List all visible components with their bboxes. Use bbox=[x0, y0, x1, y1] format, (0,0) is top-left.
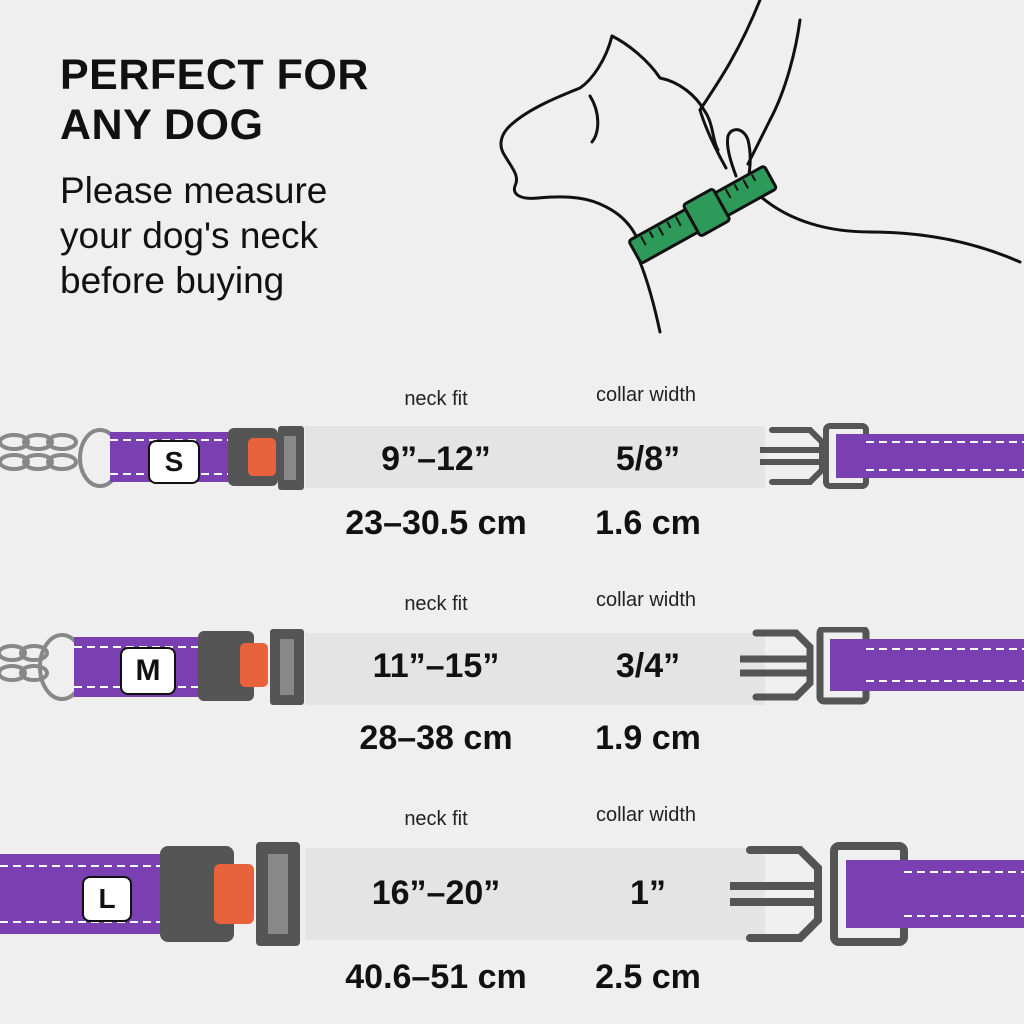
size-row-l: neck fit collar width 16”–20” 1” 40.6–51… bbox=[0, 800, 1024, 1024]
collar-right-end bbox=[760, 423, 1024, 489]
measurement-band bbox=[305, 848, 765, 940]
neck-fit-inches: 11”–15” bbox=[372, 647, 500, 685]
title-line-1: PERFECT FOR bbox=[60, 51, 369, 99]
collar-width-cm: 2.5 cm bbox=[595, 958, 701, 996]
title-line-2: ANY DOG bbox=[60, 101, 264, 149]
neck-fit-label: neck fit bbox=[404, 808, 468, 830]
subtitle-line-1: Please measure bbox=[60, 170, 328, 211]
page-subtitle: Please measure your dog's neck before bu… bbox=[60, 168, 327, 303]
buckle-release-icon bbox=[248, 438, 276, 476]
collar-width-cm: 1.9 cm bbox=[595, 719, 701, 757]
collar-width-inches: 1” bbox=[630, 874, 666, 912]
size-badge-l: L bbox=[82, 876, 132, 922]
measurement-band bbox=[305, 426, 765, 488]
size-badge-s: S bbox=[148, 440, 200, 484]
collar-width-label: collar width bbox=[595, 589, 697, 611]
collar-right-end bbox=[730, 842, 1024, 946]
measurement-band bbox=[305, 633, 765, 705]
collar-left-end bbox=[0, 842, 300, 946]
buckle-release-icon bbox=[240, 643, 268, 687]
dog-measuring-illustration bbox=[499, 0, 1022, 334]
size-row-s: neck fit collar width 9”–12” 5/8” 23–30.… bbox=[0, 380, 1024, 550]
page-title: PERFECT FOR ANY DOG bbox=[60, 50, 369, 150]
collar-width-cm: 1.6 cm bbox=[595, 504, 701, 542]
neck-fit-cm: 40.6–51 cm bbox=[345, 958, 527, 996]
size-badge-m: M bbox=[120, 647, 176, 695]
measuring-tape-icon bbox=[628, 165, 778, 265]
collar-width-inches: 3/4” bbox=[615, 647, 681, 685]
neck-fit-label: neck fit bbox=[404, 593, 468, 615]
neck-fit-cm: 23–30.5 cm bbox=[345, 504, 527, 542]
buckle-release-icon bbox=[214, 864, 254, 924]
collar-width-label: collar width bbox=[595, 384, 697, 406]
subtitle-line-3: before buying bbox=[60, 260, 285, 301]
neck-fit-label: neck fit bbox=[404, 388, 468, 410]
collar-width-inches: 5/8” bbox=[615, 440, 681, 478]
size-row-m: neck fit collar width 11”–15” 3/4” 28–38… bbox=[0, 585, 1024, 770]
collar-width-label: collar width bbox=[595, 804, 697, 826]
neck-fit-inches: 9”–12” bbox=[381, 440, 491, 478]
collar-right-end bbox=[740, 627, 1024, 705]
neck-fit-cm: 28–38 cm bbox=[359, 719, 513, 757]
collar-left-end bbox=[0, 629, 304, 705]
neck-fit-inches: 16”–20” bbox=[371, 874, 501, 912]
subtitle-line-2: your dog's neck bbox=[60, 215, 318, 256]
